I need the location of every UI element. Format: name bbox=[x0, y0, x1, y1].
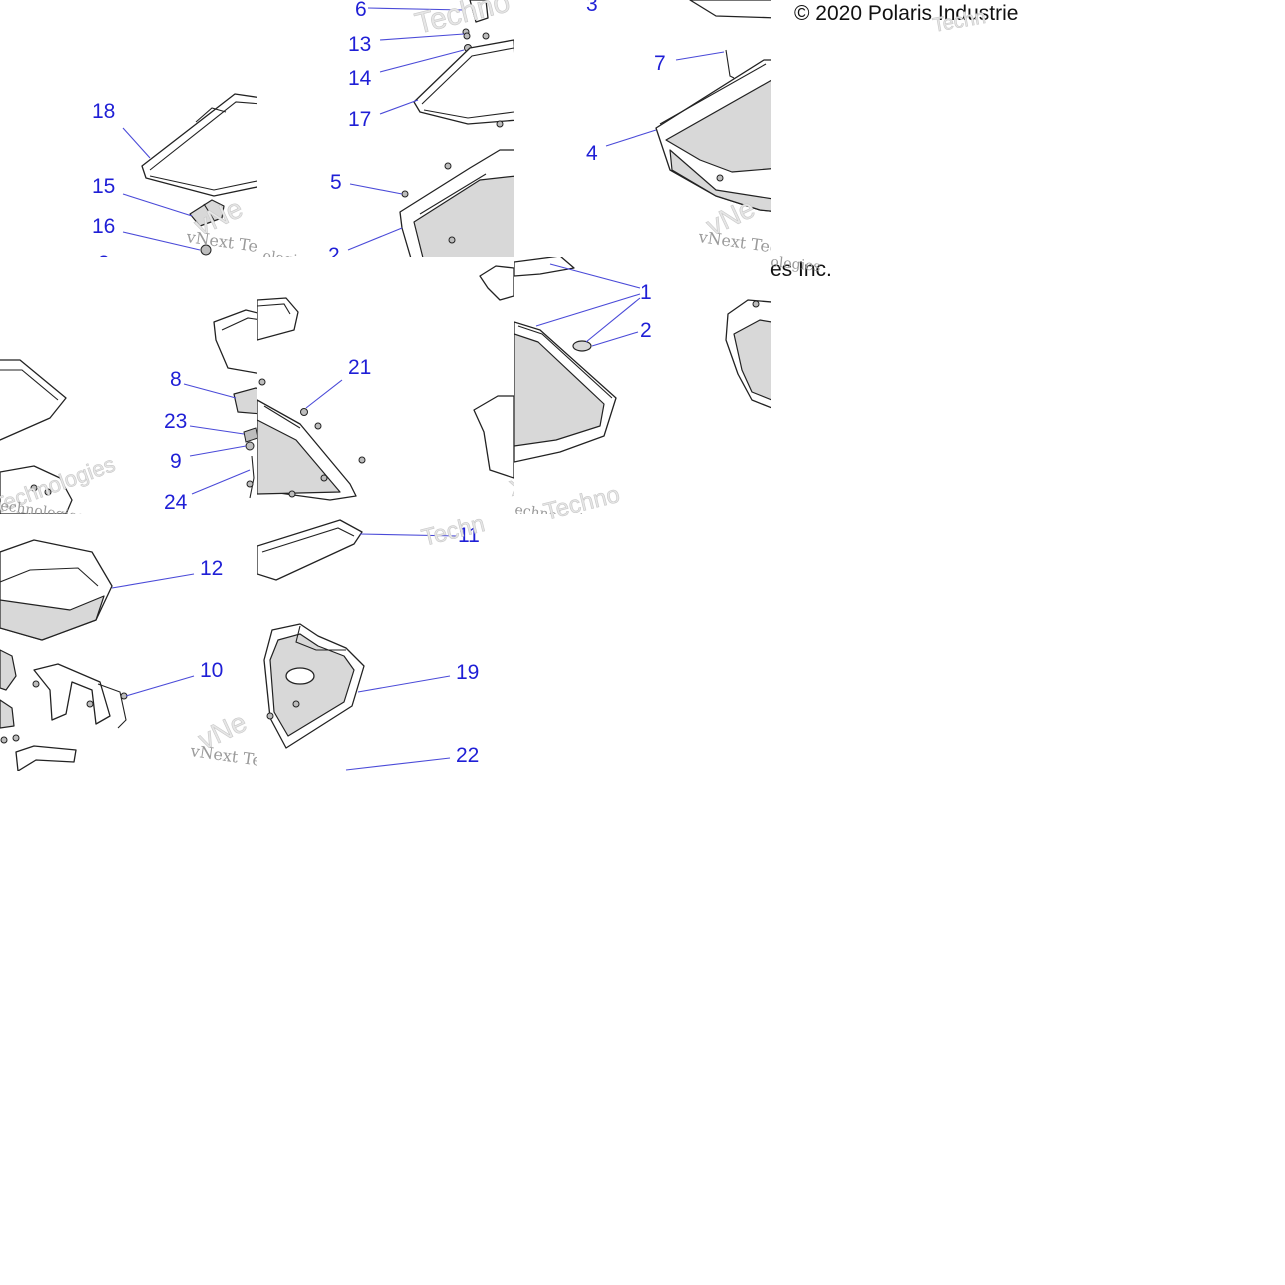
tile-c: 3 7 4 vNext Tec vNe bbox=[586, 0, 771, 257]
part-2-plug bbox=[572, 340, 592, 352]
part-11-seal bbox=[257, 519, 363, 581]
callout-5: 5 bbox=[330, 171, 342, 194]
tile-e: 21 xt bbox=[257, 265, 535, 502]
callout-17: 17 bbox=[348, 108, 371, 131]
callout-1: 1 bbox=[640, 281, 652, 304]
watermark-xt: xt bbox=[506, 466, 535, 501]
part-3-panel bbox=[689, 0, 771, 19]
copyright-tail: es Inc. bbox=[770, 258, 832, 281]
callout-13: 13 bbox=[348, 33, 371, 56]
part-23-washer bbox=[243, 427, 257, 443]
watermark-ologies: ologies bbox=[261, 248, 313, 271]
part-9-nut bbox=[245, 441, 255, 451]
tile-b: 6 13 14 17 5 2 Techno ologies bbox=[261, 0, 514, 271]
part-lid-corner bbox=[0, 359, 67, 441]
callout-16: 16 bbox=[92, 215, 115, 238]
part-21-screw bbox=[300, 408, 308, 416]
callout-4: 4 bbox=[586, 142, 598, 165]
part-13-screw bbox=[463, 32, 471, 40]
callout-18: 18 bbox=[92, 100, 115, 123]
callout-24: 24 bbox=[164, 491, 188, 514]
part-19-bin-corner bbox=[473, 395, 514, 479]
callout-14: 14 bbox=[348, 67, 372, 90]
part-seal-corner bbox=[213, 309, 257, 374]
callout-2: 2 bbox=[640, 319, 652, 342]
part-18-lid-seal bbox=[141, 93, 257, 197]
part-7-prop-rod bbox=[725, 49, 735, 79]
part-15-latch bbox=[189, 199, 225, 227]
callout-15: 15 bbox=[92, 175, 115, 198]
callout-10: 10 bbox=[200, 659, 223, 682]
part-16-bolt bbox=[200, 244, 212, 256]
tile-h: 11 19 22 Techn bbox=[257, 514, 488, 771]
part-seal-lower bbox=[15, 745, 77, 771]
part-seal-top bbox=[257, 297, 299, 341]
part-5-screw bbox=[401, 190, 409, 198]
callout-21: 21 bbox=[348, 356, 371, 379]
callout-23: 23 bbox=[164, 410, 187, 433]
callout-2b: 2 bbox=[328, 244, 340, 267]
tile-a: 18 15 16 3 vNext Tec vNe bbox=[92, 93, 257, 275]
callout-22: 22 bbox=[456, 744, 479, 767]
tile-d: 8 23 9 24 Technologies echnologies bbox=[0, 309, 257, 514]
part-10-hinge-bracket bbox=[33, 663, 111, 725]
callout-3: 3 bbox=[586, 0, 598, 16]
callout-9: 9 bbox=[170, 450, 182, 473]
part-17-lid-seal bbox=[413, 39, 514, 125]
part-6-bracket bbox=[469, 0, 489, 23]
watermark-ologies-2: ologies bbox=[770, 254, 822, 275]
watermark-techno: Techno bbox=[412, 0, 514, 41]
callout-6: 6 bbox=[355, 0, 367, 21]
callout-3b: 3 bbox=[98, 252, 110, 275]
callout-12: 12 bbox=[200, 557, 223, 580]
tile-g: 12 10 vNext Te vNe bbox=[0, 539, 257, 771]
callout-19: 19 bbox=[456, 661, 479, 684]
callout-7: 7 bbox=[654, 52, 666, 75]
part-tray-handle bbox=[514, 257, 575, 277]
watermark-gies: Techno bbox=[541, 481, 623, 526]
part-hinge-plate bbox=[0, 649, 17, 691]
callout-11: 11 bbox=[458, 524, 480, 547]
watermark-echnologies-2: echnologies bbox=[513, 502, 599, 530]
part-24-bracket bbox=[249, 455, 255, 499]
tile-f: 1 2 echnologies bbox=[513, 257, 771, 530]
copyright-text: © 2020 Polaris Industrie bbox=[794, 2, 1018, 25]
callout-8: 8 bbox=[170, 368, 182, 391]
part-handle-loop bbox=[479, 265, 514, 301]
part-8-hinge bbox=[233, 387, 257, 415]
